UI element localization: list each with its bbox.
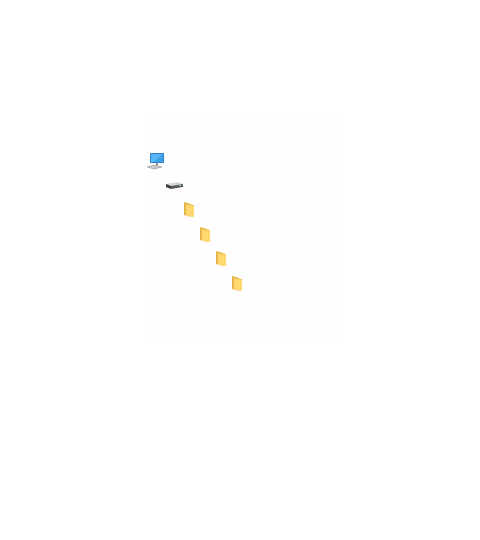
tree-item-this-pc[interactable] [145,150,167,172]
tree-item-folder[interactable] [179,198,201,220]
tree-item-folder[interactable] [211,247,233,269]
tree-item-folder[interactable] [227,272,249,294]
tree-item-folder[interactable] [195,223,217,245]
navigation-tree [143,118,343,343]
folder-icon [198,225,214,243]
folder-icon [182,200,198,218]
folder-icon [214,249,230,267]
drive-icon [164,176,184,196]
folder-icon [230,274,246,292]
computer-icon [146,151,166,171]
tree-item-drive[interactable] [163,175,185,197]
